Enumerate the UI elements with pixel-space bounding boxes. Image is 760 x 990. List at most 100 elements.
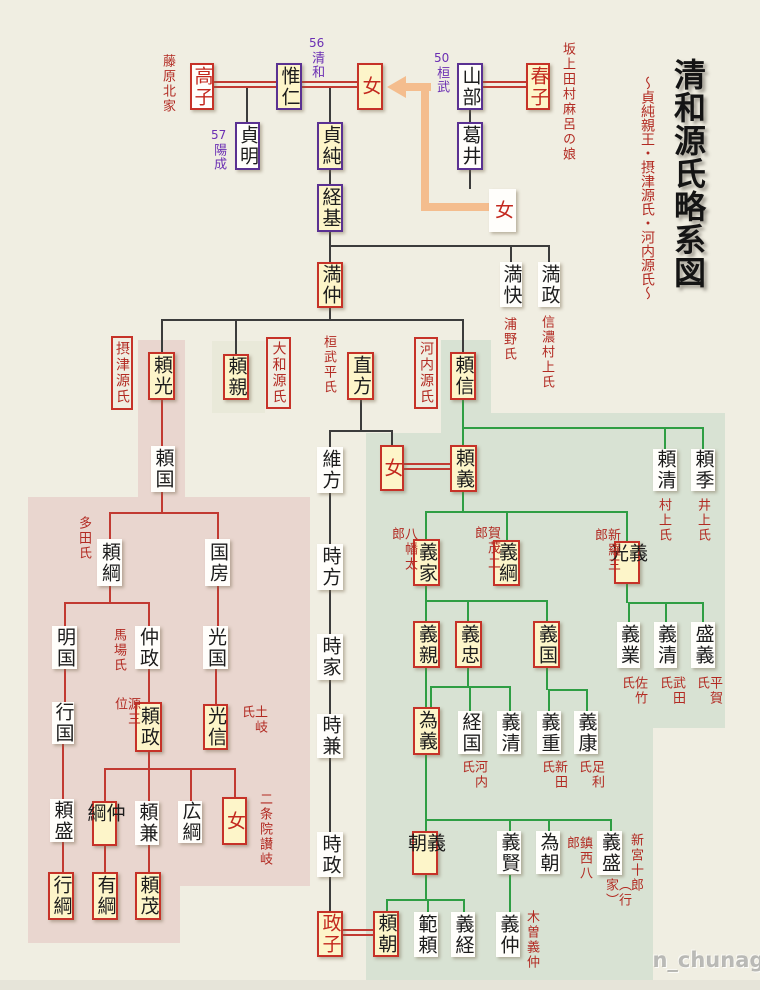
red-label-11: 井上氏: [695, 498, 710, 543]
lineage-line: [510, 245, 512, 262]
lineage-line: [161, 319, 463, 321]
marriage-line: [343, 929, 373, 936]
red-label-13: 賀茂二郎: [472, 526, 500, 571]
lineage-line: [548, 819, 550, 831]
person-box-kawachi-genji: 河内源氏: [414, 337, 438, 409]
person-box-yorimasa: 頼政: [135, 702, 162, 752]
person-box-yorikuni: 頼国: [151, 446, 175, 492]
person-box-yukitsuna: 行綱: [48, 872, 74, 920]
person-box-yorikane: 頼兼: [135, 801, 159, 845]
lineage-line: [62, 842, 64, 872]
red-label-5: 多田氏: [76, 516, 91, 561]
lineage-line: [360, 400, 362, 431]
person-box-mitsukuni: 光国: [203, 626, 228, 669]
lineage-line: [148, 752, 150, 769]
person-box-tokikane: 時兼: [317, 714, 343, 758]
marriage-line: [483, 81, 526, 88]
person-box-mitsunaka: 満仲: [317, 262, 343, 308]
adoption-arrow-segment-0: [406, 83, 431, 91]
red-label-6: 馬場氏: [111, 628, 126, 673]
bottom-strip: [0, 980, 760, 990]
person-box-akikuni: 明国: [52, 626, 77, 669]
person-box-yorimitsu: 頼光: [148, 352, 175, 400]
person-box-yoshikata: 義賢: [497, 831, 521, 874]
person-box-yorikiyo: 頼清: [653, 449, 677, 491]
lineage-line: [329, 430, 392, 432]
person-box-takaiko: 高子: [190, 63, 214, 110]
person-box-yoritsuna: 頼綱: [97, 539, 122, 586]
person-box-korehito: 惟仁: [276, 63, 302, 110]
red-label-16: 武田氏: [657, 676, 685, 706]
lineage-line: [664, 427, 666, 449]
lineage-line: [427, 899, 429, 912]
person-box-mitsunobu: 光信: [203, 704, 228, 750]
lineage-line: [217, 586, 219, 626]
person-box-nakatsuna: 仲綱: [85, 801, 126, 846]
person-box-yoshikiyo: 義清: [497, 711, 521, 754]
lineage-line: [217, 512, 219, 539]
person-box-tokikata: 時方: [317, 544, 343, 590]
person-box-haruko: 春子: [526, 63, 550, 110]
lineage-line: [64, 669, 66, 702]
red-label-4: 桓武平氏: [321, 335, 336, 395]
person-box-yoshikiyo-kai: 義清: [654, 622, 677, 668]
person-box-yoshiyasu: 義康: [574, 711, 598, 754]
red-label-19: 新田氏: [539, 760, 567, 790]
lineage-line: [548, 689, 586, 691]
red-label-15: 佐竹氏: [619, 676, 647, 706]
lineage-line: [215, 669, 217, 704]
red-label-10: 村上氏: [656, 498, 671, 543]
person-box-nakamasa: 仲政: [135, 626, 160, 669]
person-box-fujii: 葛井: [457, 122, 483, 170]
person-box-onna-fujii: 女: [489, 189, 516, 232]
red-label-20: 足利氏: [576, 760, 604, 790]
person-box-yoshitomo: 義朝: [405, 831, 446, 875]
lineage-line: [64, 602, 148, 604]
lineage-line: [509, 819, 511, 831]
person-box-koremasa: 維方: [317, 447, 343, 493]
person-box-tsunekuni: 経国: [458, 711, 482, 754]
lineage-line: [462, 427, 703, 429]
lineage-line: [462, 400, 464, 445]
person-box-yorimori: 頼盛: [50, 799, 74, 842]
person-box-tameyoshi: 為義: [413, 707, 440, 755]
lineage-line: [161, 319, 163, 352]
emperor-number: 56: [309, 36, 325, 50]
lineage-line: [610, 819, 612, 831]
lineage-line: [329, 590, 331, 634]
person-box-tsunemoto: 経基: [317, 184, 343, 232]
person-box-yoshishige: 義重: [537, 711, 561, 754]
person-box-yoshinari: 義業: [617, 622, 640, 668]
person-box-yorichika: 頼親: [223, 354, 249, 400]
red-label-3: 信濃村上氏: [539, 315, 554, 390]
lineage-line: [467, 600, 469, 621]
lineage-line: [425, 511, 427, 539]
emperor-name: 桓武: [434, 66, 450, 94]
lineage-line: [702, 427, 704, 449]
lineage-line: [148, 669, 150, 702]
red-label-2: 浦野氏: [501, 317, 516, 362]
lineage-line: [626, 511, 628, 541]
person-box-moriyoshi: 盛義: [691, 622, 715, 668]
lineage-line: [386, 899, 388, 911]
lineage-line: [329, 170, 331, 184]
red-label-0: 藤原北家: [160, 54, 175, 114]
lineage-line: [109, 512, 217, 514]
lineage-line: [104, 768, 234, 770]
lineage-line: [665, 602, 667, 622]
lineage-line: [509, 875, 511, 912]
marriage-line: [302, 81, 357, 88]
red-label-12: 八幡太郎: [389, 527, 417, 572]
lineage-line: [469, 686, 471, 711]
lineage-line: [586, 689, 588, 711]
person-box-noriyori: 範頼: [414, 912, 438, 957]
lineage-line: [148, 602, 150, 626]
lineage-line: [548, 689, 550, 711]
person-box-yoshimori: 義盛: [597, 831, 622, 875]
red-label-17: 平賀氏: [694, 676, 722, 706]
lineage-line: [469, 110, 471, 122]
person-box-yoshitada: 義忠: [455, 621, 482, 668]
person-box-yukikuni: 行国: [52, 702, 75, 744]
lineage-line: [463, 899, 465, 912]
